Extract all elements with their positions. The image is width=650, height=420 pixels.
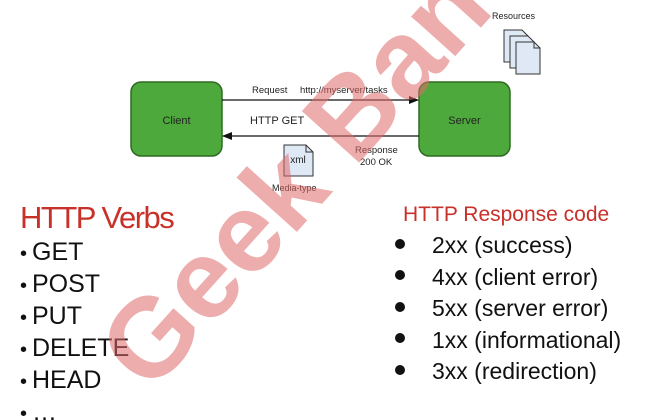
resources-label: Resources	[492, 11, 536, 21]
http-verb-label: HEAD	[32, 366, 102, 394]
http-response-code-title: HTTP Response code	[403, 203, 610, 226]
http-verbs-title: HTTP Verbs	[20, 200, 175, 235]
bullet-glyph: •	[20, 371, 28, 393]
http-verb-label: DELETE	[32, 334, 130, 362]
http-verb-item: •POST	[20, 270, 129, 302]
xml-document-icon: xml	[283, 144, 314, 177]
response-code-item: 1xx (informational)	[395, 325, 621, 357]
bullet-glyph: •	[20, 339, 28, 361]
http-verb-item: •…	[20, 398, 129, 420]
http-verb-label: PUT	[32, 302, 82, 330]
bullet-glyph: •	[20, 243, 28, 265]
http-verb-label: …	[32, 398, 57, 420]
response-code-label: 4xx (client error)	[432, 263, 599, 290]
response-code-label: 2xx (success)	[432, 232, 573, 258]
response-code-item: 4xx (client error)	[395, 262, 621, 294]
client-label: Client	[162, 115, 190, 127]
http-verb-item: •DELETE	[20, 334, 129, 366]
http-verb-item: •GET	[20, 238, 129, 270]
http-flow-diagram: Client Server Request http://myserver/ta…	[130, 11, 541, 193]
bullet-dot-icon	[395, 270, 405, 281]
server-label: Server	[448, 115, 481, 127]
http-response-code-list: 2xx (success) 4xx (client error) 5xx (serv…	[395, 230, 621, 388]
response-code-item: 2xx (success)	[395, 230, 621, 262]
bullet-glyph: •	[20, 275, 28, 297]
http-verbs-list: •GET•POST•PUT•DELETE•HEAD•…	[20, 238, 129, 420]
response-code-item: 5xx (server error)	[395, 293, 621, 325]
response-code-label: 1xx (informational)	[432, 326, 622, 353]
url-label: http://myserver/tasks	[300, 85, 388, 96]
bullet-dot-icon	[395, 364, 405, 375]
bullet-glyph: •	[20, 403, 28, 420]
request-label: Request	[252, 85, 288, 96]
http-verb-label: GET	[32, 238, 84, 266]
status-label: 200 OK	[360, 157, 393, 168]
bullet-glyph: •	[20, 307, 28, 329]
xml-label: xml	[290, 155, 306, 166]
method-label: HTTP GET	[250, 115, 304, 127]
response-code-item: 3xx (redirection)	[395, 356, 621, 388]
media-type-label: Media-type	[272, 183, 317, 193]
response-code-label: 3xx (redirection)	[432, 358, 597, 384]
bullet-dot-icon	[395, 238, 405, 249]
bullet-dot-icon	[395, 333, 405, 344]
bullet-dot-icon	[395, 301, 405, 312]
client-box	[130, 81, 223, 157]
http-verb-label: POST	[32, 270, 101, 298]
http-verb-item: •PUT	[20, 302, 129, 334]
response-label: Response	[355, 145, 398, 156]
response-code-label: 5xx (server error)	[432, 295, 609, 321]
http-verb-item: •HEAD	[20, 366, 129, 398]
server-box	[418, 81, 511, 157]
resources-documents-icon	[503, 29, 541, 75]
